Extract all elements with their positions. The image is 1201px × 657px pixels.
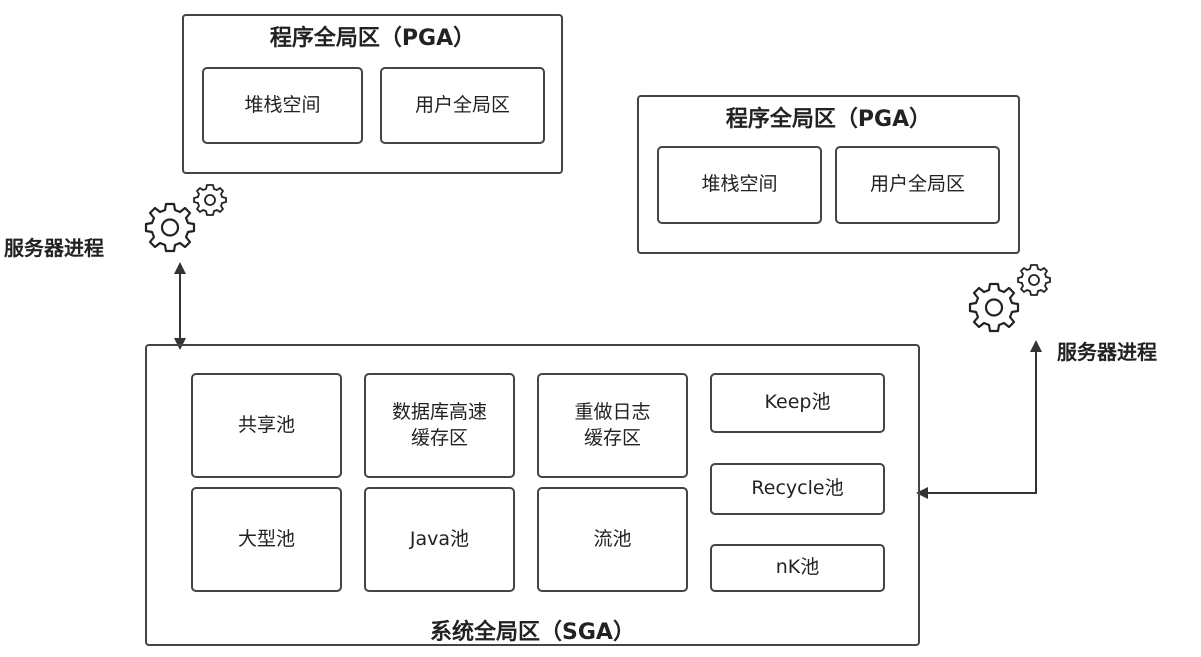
server-process-left-label: 服务器进程 bbox=[4, 236, 104, 260]
stream-pool: 流池 bbox=[537, 487, 688, 592]
pga-right-title: 程序全局区（PGA） bbox=[725, 107, 932, 132]
java-pool: Java池 bbox=[364, 487, 515, 592]
database-buffer-cache: 数据库高速 缓存区 bbox=[364, 373, 515, 478]
pga-left-user-global-area: 用户全局区 bbox=[380, 67, 545, 144]
pga-right-stack-space: 堆栈空间 bbox=[657, 146, 822, 224]
gear-icon bbox=[144, 184, 227, 253]
nk-pool: nK池 bbox=[710, 544, 885, 592]
pga-left-title: 程序全局区（PGA） bbox=[269, 26, 476, 51]
gear-icon bbox=[968, 264, 1051, 333]
pga-left-frame bbox=[182, 14, 563, 174]
sga-title: 系统全局区（SGA） bbox=[430, 620, 635, 645]
pga-left-stack-space: 堆栈空间 bbox=[202, 67, 363, 144]
keep-pool: Keep池 bbox=[710, 373, 885, 433]
recycle-pool: Recycle池 bbox=[710, 463, 885, 515]
pga-right-frame bbox=[637, 95, 1020, 254]
sga-frame bbox=[145, 344, 920, 646]
right-process-connector bbox=[916, 340, 1042, 499]
server-process-right-label: 服务器进程 bbox=[1057, 340, 1157, 364]
redo-log-buffer: 重做日志 缓存区 bbox=[537, 373, 688, 478]
shared-pool: 共享池 bbox=[191, 373, 342, 478]
large-pool: 大型池 bbox=[191, 487, 342, 592]
pga-right-user-global-area: 用户全局区 bbox=[835, 146, 1000, 224]
